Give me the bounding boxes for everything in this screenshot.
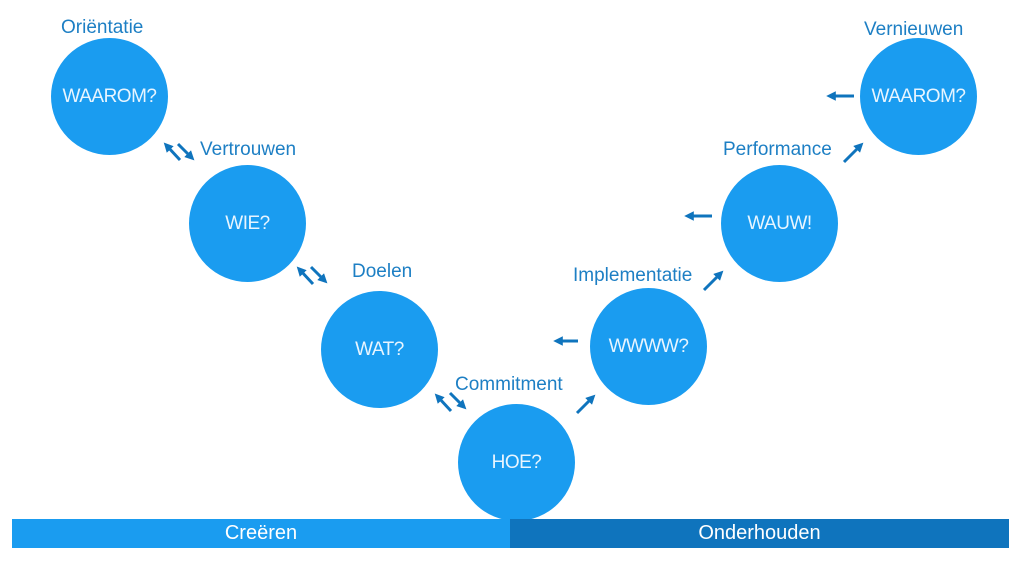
stage-circle-orientatie: WAAROM? [51,38,168,155]
stage-question: WAAROM? [62,85,157,107]
stage-circle-vernieuwen: WAAROM? [860,38,977,155]
stage-circle-commitment: HOE? [458,404,575,521]
double-arrow-icon [296,265,328,286]
phase-bar-maintain: Onderhouden [510,519,1009,548]
stage-label-vertrouwen: Vertrouwen [200,139,297,160]
double-arrow-icon [163,142,195,162]
stage-label-implementatie: Implementatie [573,265,693,286]
stage-question: WAAROM? [871,85,966,107]
stage-question: WAUW! [747,212,812,234]
stage-circle-vertrouwen: WIE? [189,165,306,282]
stage-question: WWWW? [608,335,689,357]
phase-bar-create: Creëren [12,519,510,548]
arrow-up-right-icon [702,270,724,292]
phase-label-maintain: Onderhouden [698,522,821,544]
stage-label-commitment: Commitment [455,374,563,395]
arrow-up-right-icon [842,142,864,164]
stage-question: HOE? [491,451,542,473]
stage-label-vernieuwen: Vernieuwen [864,19,964,40]
stage-question: WIE? [225,212,270,234]
stage-circle-implementatie: WWWW? [590,288,707,405]
double-arrow-icon [434,391,467,413]
stage-circle-performance: WAUW! [721,165,838,282]
stage-question: WAT? [355,338,404,360]
stage-label-doelen: Doelen [352,261,413,282]
arrow-up-right-icon [575,394,596,415]
stage-circle-doelen: WAT? [321,291,438,408]
phase-label-create: Creëren [224,522,298,544]
stage-label-performance: Performance [723,139,832,160]
stage-label-orientatie: Oriëntatie [61,17,144,38]
